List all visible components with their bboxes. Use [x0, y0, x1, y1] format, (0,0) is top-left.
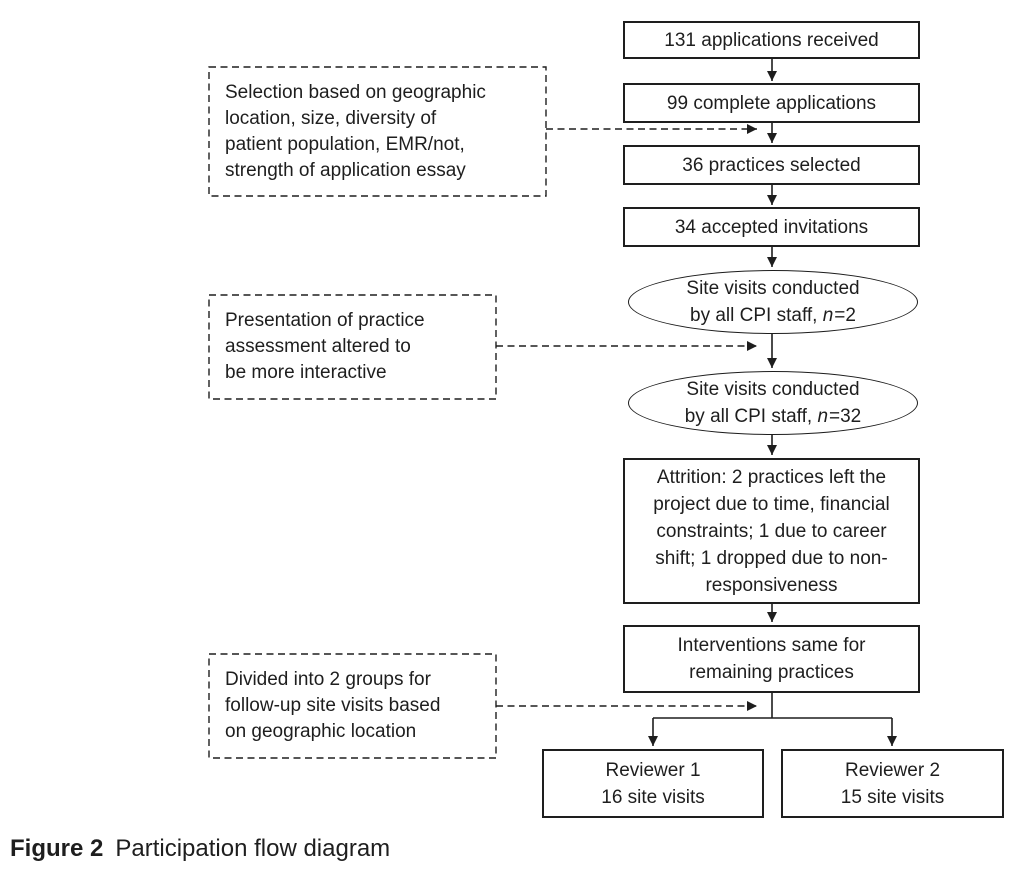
node-complete-applications: 99 complete applications: [623, 83, 920, 123]
note-line: location, size, diversity of: [225, 108, 437, 129]
node-label: 36 practices selected: [682, 154, 861, 176]
divided-note-outline: [208, 653, 497, 759]
node-label-line: Reviewer 1: [605, 759, 701, 781]
node-label-line: 16 site visits: [601, 786, 705, 808]
selection-note-outline: [208, 66, 547, 197]
node-site-visits-all: Site visits conducted by all CPI staff, …: [628, 371, 918, 435]
node-attrition: Attrition: 2 practices left the project …: [623, 458, 920, 604]
node-label-line: by all CPI staff, n=32: [685, 403, 862, 430]
presentation-note-outline: [208, 294, 497, 400]
n-value: =2: [834, 305, 856, 326]
node-label-line: Reviewer 2: [844, 759, 941, 781]
label-prefix: by all CPI staff,: [690, 305, 823, 326]
node-label-line: by all CPI staff, n=2: [690, 302, 856, 329]
node-label-line: constraints; 1 due to career: [656, 520, 887, 542]
node-accepted-invitations: 34 accepted invitations: [623, 207, 920, 247]
node-label-line: project due to time, financial: [653, 493, 890, 515]
node-label-line: Attrition: 2 practices left the: [656, 466, 887, 488]
note-line: Selection based on geographic: [225, 82, 486, 103]
note-line: strength of application essay: [225, 160, 466, 181]
node-label-line: Site visits conducted: [686, 379, 860, 400]
figure-caption-label: Figure 2: [10, 835, 104, 862]
note-divided-groups: Divided into 2 groups for follow-up site…: [209, 654, 496, 758]
node-label-line: Site visits conducted: [686, 278, 860, 299]
note-line: follow-up site visits based: [225, 695, 441, 716]
note-line: on geographic location: [225, 721, 417, 742]
note-line: be more interactive: [225, 362, 387, 383]
node-applications-received: 131 applications received: [623, 21, 920, 59]
annotation-arrows: [496, 124, 757, 711]
node-label: 99 complete applications: [666, 92, 877, 114]
node-label: 131 applications received: [664, 29, 879, 51]
node-reviewer-2: Reviewer 2 15 site visits: [781, 749, 1004, 818]
node-label-line: shift; 1 dropped due to non-: [655, 547, 888, 569]
note-selection-criteria: Selection based on geographic location, …: [209, 67, 546, 196]
flow-arrows: [648, 59, 897, 746]
annotation-outlines: [208, 66, 547, 759]
n-variable: n: [817, 406, 829, 427]
node-site-visits-initial: Site visits conducted by all CPI staff, …: [628, 270, 918, 334]
note-line: patient population, EMR/not,: [225, 134, 465, 155]
n-variable: n: [822, 305, 834, 326]
note-presentation-altered: Presentation of practice assessment alte…: [209, 295, 496, 399]
node-reviewer-1: Reviewer 1 16 site visits: [542, 749, 764, 818]
node-label: 34 accepted invitations: [674, 216, 869, 238]
note-line: assessment altered to: [225, 336, 411, 357]
node-practices-selected: 36 practices selected: [623, 145, 920, 185]
node-label-line: remaining practices: [689, 662, 854, 683]
figure-caption: Figure 2 Participation flow diagram: [10, 834, 390, 864]
node-label-line: responsiveness: [705, 574, 838, 596]
note-line: Divided into 2 groups for: [225, 669, 431, 690]
n-value: =32: [829, 406, 862, 427]
label-prefix: by all CPI staff,: [684, 406, 818, 427]
node-label-line: 15 site visits: [840, 786, 945, 808]
note-line: Presentation of practice: [225, 310, 425, 331]
node-interventions: Interventions same for remaining practic…: [623, 625, 920, 693]
figure-caption-text: Participation flow diagram: [115, 835, 391, 862]
node-label-line: Interventions same for: [677, 635, 866, 656]
